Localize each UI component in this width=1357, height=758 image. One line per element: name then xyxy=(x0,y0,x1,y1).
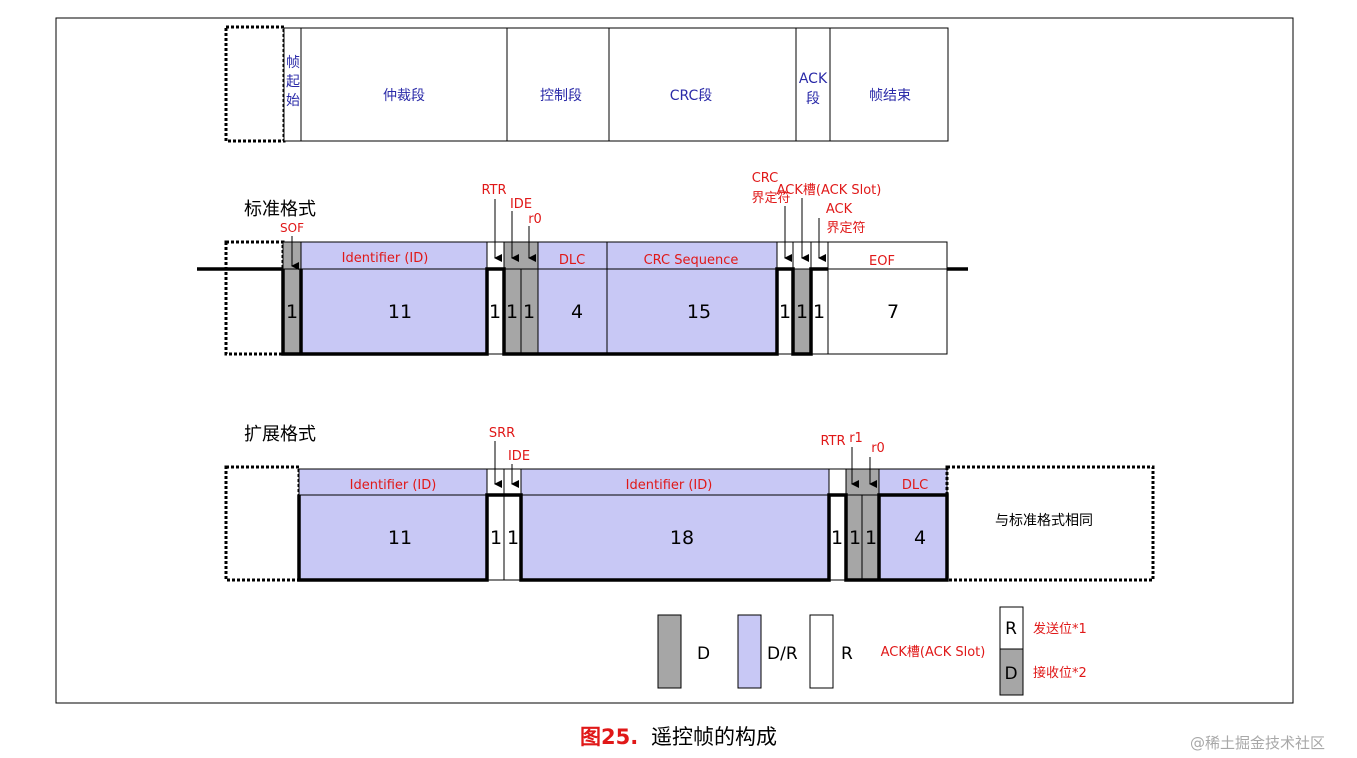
ext-r0-bits: 1 xyxy=(865,527,877,549)
std-id-bits: 11 xyxy=(388,301,412,323)
figure-number: 图25. xyxy=(580,725,638,749)
std-crc-sequence-label: CRC Sequence xyxy=(644,253,739,268)
ack-field-name-1: ACK xyxy=(799,71,828,87)
ext-srr-label: SRR xyxy=(489,426,515,441)
legend-recessive-label: R xyxy=(841,644,853,664)
std-rtr-label: RTR xyxy=(481,183,506,198)
ext-r1-label: r1 xyxy=(849,431,863,446)
eof-field-name: 帧结束 xyxy=(869,88,911,104)
ack-field-name-2: 段 xyxy=(806,91,820,107)
ext-rtr-label: RTR xyxy=(820,434,845,449)
ext-dlc-bits: 4 xyxy=(914,527,926,549)
standard-format: 标准格式 SOF Identifier (ID) RTR IDE xyxy=(197,171,968,356)
ext-id-b-bits: 18 xyxy=(670,527,694,549)
legend: D D/R R ACK槽(ACK Slot) R D 发送位*1 接收位*2 xyxy=(657,606,1087,696)
arbitration-field-name: 仲裁段 xyxy=(383,88,425,104)
ext-rtr-bits: 1 xyxy=(831,527,843,549)
sof-field-name-2: 起 xyxy=(286,74,300,90)
ext-dlc-label: DLC xyxy=(902,478,928,493)
ext-id-a-bits: 11 xyxy=(388,527,412,549)
legend-recv-box: D xyxy=(1004,664,1017,684)
ext-r1-bits: 1 xyxy=(849,527,861,549)
std-crc-delim-label-1: CRC xyxy=(752,171,779,186)
watermark: @稀土掘金技术社区 xyxy=(1190,734,1325,752)
crc-field-name: CRC段 xyxy=(670,88,713,104)
control-field-name: 控制段 xyxy=(540,88,582,104)
ext-srr-bits: 1 xyxy=(490,527,502,549)
std-dlc-bits: 4 xyxy=(571,301,583,323)
legend-dr-label: D/R xyxy=(767,644,798,664)
std-rtr-bits: 1 xyxy=(489,301,501,323)
ext-same-as-standard: 与标准格式相同 xyxy=(995,513,1093,529)
std-sof-bits: 1 xyxy=(286,301,298,323)
figure-caption: 遥控帧的构成 xyxy=(651,725,777,749)
std-ack-slot-label: ACK槽(ACK Slot) xyxy=(777,183,882,198)
ext-identifier-b-label: Identifier (ID) xyxy=(626,478,713,493)
std-r0-bits: 1 xyxy=(523,301,535,323)
std-crc-bits: 15 xyxy=(687,301,711,323)
ext-r0-label: r0 xyxy=(871,441,885,456)
ext-identifier-a-label: Identifier (ID) xyxy=(350,478,437,493)
legend-recv-label: 接收位*2 xyxy=(1033,665,1087,681)
sof-field-name-3: 始 xyxy=(286,93,300,109)
std-crc-delim-bits: 1 xyxy=(779,301,791,323)
std-ack-slot-bits: 1 xyxy=(796,301,808,323)
std-sof-label: SOF xyxy=(280,221,304,235)
std-eof-label: EOF xyxy=(869,254,895,269)
legend-send-box: R xyxy=(1005,619,1017,639)
std-r0-label: r0 xyxy=(528,212,542,227)
std-eof-bits: 7 xyxy=(887,301,899,323)
std-ack-delim-label-2: 界定符 xyxy=(826,220,865,236)
std-ack-delim-label-1: ACK xyxy=(826,202,853,217)
std-ack-delim-bits: 1 xyxy=(813,301,825,323)
extended-format-title: 扩展格式 xyxy=(244,424,316,445)
std-ide-bits: 1 xyxy=(506,301,518,323)
std-crc-delim-label-2: 界定符 xyxy=(751,190,790,206)
legend-dominant-label: D xyxy=(697,644,710,664)
standard-format-title: 标准格式 xyxy=(244,199,316,220)
legend-ack-slot-label: ACK槽(ACK Slot) xyxy=(881,645,986,660)
field-name-row: 帧 起 始 仲裁段 控制段 CRC段 ACK 段 帧结束 xyxy=(224,25,949,143)
std-ide-label: IDE xyxy=(510,197,532,212)
sof-field-name-1: 帧 xyxy=(286,55,300,71)
std-identifier-label: Identifier (ID) xyxy=(342,251,429,266)
ext-ide-label: IDE xyxy=(508,449,530,464)
std-dlc-label: DLC xyxy=(559,253,585,268)
ext-ide-bits: 1 xyxy=(507,527,519,549)
extended-format: 扩展格式 Identifier (ID) SRR IDE Identifier … xyxy=(224,424,1155,582)
legend-send-label: 发送位*1 xyxy=(1033,621,1087,637)
